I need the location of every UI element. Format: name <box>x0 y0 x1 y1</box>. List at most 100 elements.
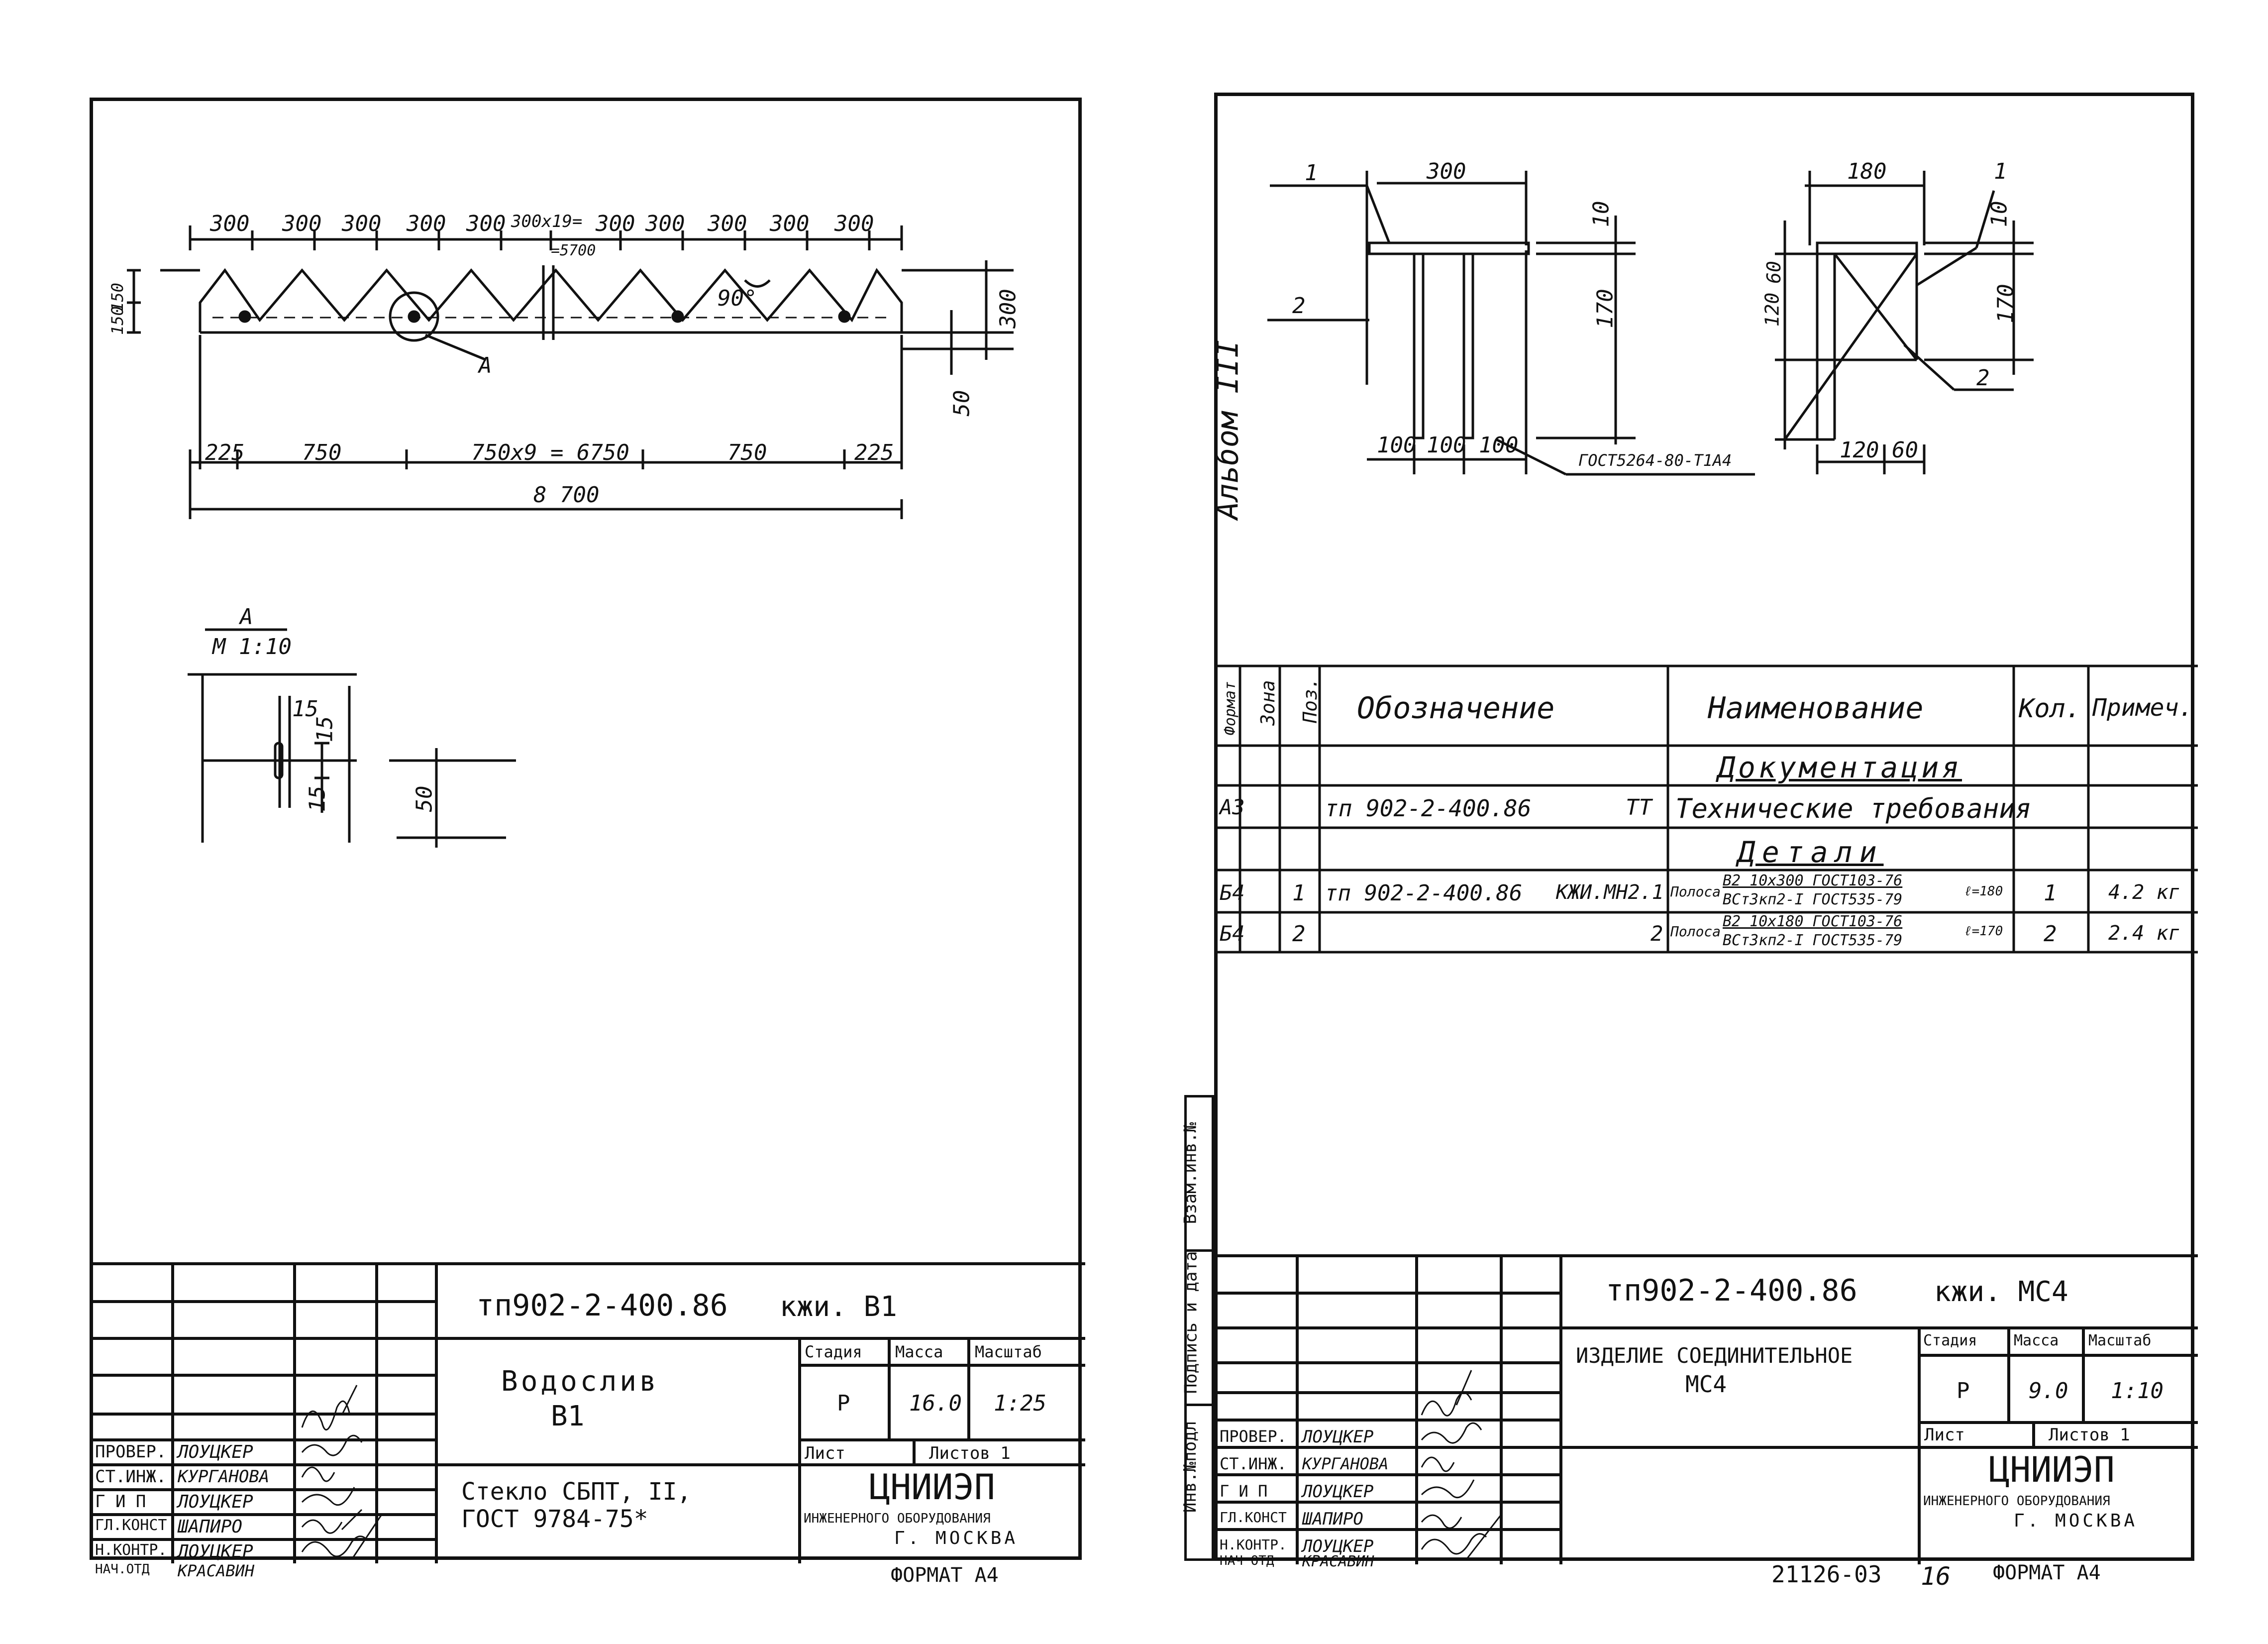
left-name: Лоуцкер <box>178 1541 253 1562</box>
spec-header-designation: Обозначение <box>1357 691 1555 726</box>
total-dim: 8 700 <box>533 482 600 508</box>
left-role: Г И П <box>95 1492 146 1512</box>
spec-header-name: Наименование <box>1708 691 1924 726</box>
top-dim: 300 <box>708 211 747 236</box>
part-pos-label: 2 <box>1976 365 1990 391</box>
angle-label: 90° <box>718 286 757 311</box>
left-material-2: ГОСТ 9784-75* <box>461 1505 648 1533</box>
right-name: Лоуцкер <box>1302 1482 1374 1502</box>
bottom-dim: 750 <box>727 440 767 465</box>
parts-drawing <box>1267 171 2034 476</box>
side-stamp-signature: Подпись и дата <box>1181 1251 1201 1394</box>
weld-gost: ГОСТ5264-80-Т1А4 <box>1578 451 1732 470</box>
left-scale: 1:25 <box>994 1391 1046 1416</box>
right-role: Г И П <box>1220 1482 1268 1501</box>
left-doc-code: кжи. В1 <box>780 1291 898 1323</box>
side-stamp-replace: Взам.инв.№ <box>1180 1122 1201 1224</box>
part-pos-label: 1 <box>1305 160 1318 186</box>
right-role: Провер. <box>1220 1427 1287 1446</box>
left-sheet: 300 300 300 300 300 300х19= =5700 300 30… <box>90 98 1085 1579</box>
left-view-bottom-dim: 100 <box>1427 433 1466 458</box>
top-dim: 300 <box>596 211 635 236</box>
top-dim: 300 <box>770 211 810 236</box>
spec-section-parts: Детали <box>1738 835 1884 869</box>
right-doc-number: тп902-2-400.86 <box>1606 1273 1857 1308</box>
spec-row-code: ТТ <box>1626 795 1652 820</box>
callout-label: А <box>479 353 492 378</box>
right-name: Красавин <box>1302 1553 1374 1570</box>
right-org: ЦНИИЭП <box>1989 1449 2115 1490</box>
left-format: Формат А4 <box>891 1564 999 1587</box>
left-stage: Р <box>837 1391 850 1416</box>
top-dim: 300 <box>407 211 446 236</box>
left-sheets-label: Листов 1 <box>929 1443 1011 1463</box>
spec-row-name-bottom: ВСт3кп2-I ГОСТ535-79 <box>1723 891 1903 908</box>
spec-row-code: 2 <box>1650 921 1663 946</box>
right-scale: 1:10 <box>2111 1378 2164 1404</box>
left-mass: 16.0 <box>909 1391 962 1416</box>
left-role: Н.контр. <box>95 1541 167 1559</box>
right-name: Лоуцкер <box>1302 1427 1374 1447</box>
right-view-top-dim: 180 <box>1847 159 1887 184</box>
left-org-line3: г. Москва <box>894 1528 1019 1548</box>
left-name: Лоуцкер <box>178 1492 253 1512</box>
spec-row-pos: 1 <box>1292 880 1306 906</box>
spec-row-name-bottom: ВСт3кп2-I ГОСТ535-79 <box>1723 932 1903 949</box>
side-stamp-inv: Инв.№подл <box>1180 1421 1201 1513</box>
spec-row-code: КЖИ.МН2.1 <box>1556 881 1664 904</box>
top-dim: 300 <box>645 211 685 236</box>
spec-row-name: Технические требования <box>1675 793 2032 824</box>
left-role: Нач.отд <box>95 1562 150 1577</box>
left-item-name-2: В1 <box>551 1400 585 1432</box>
left-item-name: Водослив <box>501 1365 659 1398</box>
bottom-dim: 225 <box>205 440 245 465</box>
right-title-block-lines <box>1218 1254 2198 1564</box>
left-name: Курганова <box>178 1467 270 1487</box>
spec-table-lines <box>1218 664 2198 954</box>
right-name: Лоуцкер <box>1302 1536 1374 1556</box>
top-dim: 300 <box>466 211 506 236</box>
left-view-bottom-dim: 100 <box>1479 433 1519 458</box>
spec-row-note: 4.2 кг <box>2108 881 2180 904</box>
spec-section-docs: Документация <box>1718 751 1962 784</box>
left-name: Лоуцкер <box>178 1442 253 1462</box>
top-dim: 300 <box>282 211 322 236</box>
right-mass-label: Масса <box>2014 1332 2059 1349</box>
side-stamp <box>1184 1095 1214 1561</box>
spec-row-qty: 1 <box>2044 880 2057 906</box>
right-item-name-2: МС4 <box>1685 1371 1727 1398</box>
spec-row-name-prefix: Полоса <box>1670 883 1721 900</box>
left-doc-number: тп902-2-400.86 <box>476 1288 728 1323</box>
right-name: Шапиро <box>1302 1509 1363 1529</box>
left-mass-label: Масса <box>895 1342 943 1361</box>
left-material: Стекло СБПТ, II, <box>461 1478 692 1506</box>
right-view-bottom-dim: 60 <box>1892 438 1918 463</box>
detail-a-drawing <box>188 628 516 848</box>
bottom-dim: 750х9 = 6750 <box>471 440 629 465</box>
right-doc-code: кжи. МС4 <box>1934 1276 2068 1308</box>
detail-dim: 15 <box>292 696 318 722</box>
right-role: Гл.конст <box>1220 1509 1287 1526</box>
left-org: ЦНИИЭП <box>869 1467 995 1508</box>
spec-row-name-prefix: Полоса <box>1670 923 1721 940</box>
right-name: Курганова <box>1302 1454 1389 1473</box>
left-name: Красавин <box>178 1561 255 1580</box>
footer-number: 21126-03 <box>1771 1561 1882 1588</box>
footer-page: 16 <box>1921 1562 1951 1591</box>
spec-row-designation: тп 902-2-400.86 <box>1325 880 1523 906</box>
left-role: Ст.инж. <box>95 1467 167 1487</box>
left-title-block-lines <box>93 1262 1085 1563</box>
left-sheet-label: Лист <box>805 1443 845 1463</box>
spec-row-format: А3 <box>1220 795 1245 819</box>
bottom-dim: 225 <box>854 440 894 465</box>
right-stage: Р <box>1957 1378 1970 1404</box>
spec-row-length: ℓ=170 <box>1964 924 2003 939</box>
right-view-bottom-dim: 120 <box>1840 438 1879 463</box>
left-view-top-dim: 300 <box>1427 159 1466 184</box>
spec-row-length: ℓ=180 <box>1964 884 2003 899</box>
spec-row-format: Б4 <box>1220 880 1245 905</box>
spec-row-name-top: В2 10х300 ГОСТ103-76 <box>1723 872 1903 889</box>
spec-row-note: 2.4 кг <box>2108 922 2180 945</box>
top-dim: 300 <box>210 211 250 236</box>
detail-scale: М 1:10 <box>212 634 292 659</box>
